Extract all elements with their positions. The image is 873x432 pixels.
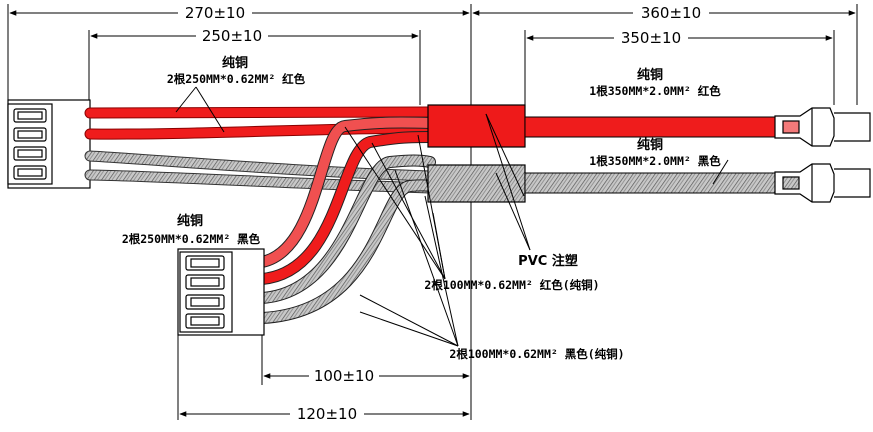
terminal-black — [774, 163, 871, 203]
output-red-wire — [524, 116, 778, 138]
branch-wires — [256, 116, 436, 324]
lower-connector — [177, 248, 265, 336]
dim-total-right: 360±10 — [641, 4, 701, 22]
dim-inner-left: 250±10 — [202, 27, 262, 45]
label-red-top-spec: 2根250MM*0.62MM² 红色 — [167, 72, 306, 86]
terminal-red — [774, 107, 871, 147]
label-overmold: PVC 注塑 — [518, 253, 578, 269]
pvc-overmold — [427, 104, 526, 203]
label-red-out-material: 纯铜 — [637, 67, 663, 83]
label-black-branch-material: 纯铜 — [177, 213, 203, 229]
label-black-out-material: 纯铜 — [637, 137, 663, 153]
output-wires — [524, 116, 778, 194]
pvc-overmold-black — [427, 164, 526, 203]
leader-lines — [175, 86, 729, 347]
pvc-overmold-red — [427, 104, 526, 148]
label-black-branch2-spec: 2根100MM*0.62MM² 黑色(纯铜) — [449, 347, 624, 361]
dim-inner-right: 350±10 — [621, 29, 681, 47]
label-black-branch-spec: 2根250MM*0.62MM² 黑色 — [122, 232, 261, 246]
label-black-out-spec: 1根350MM*2.0MM² 黑色 — [589, 154, 721, 168]
dim-branch-inner: 100±10 — [314, 367, 374, 385]
output-black-wire — [524, 172, 778, 194]
dimension-text-bg — [178, 3, 709, 423]
label-red-out-spec: 1根350MM*2.0MM² 红色 — [589, 84, 721, 98]
label-red-branch-spec: 2根100MM*0.62MM² 红色(纯铜) — [424, 278, 599, 292]
left-connector — [7, 99, 91, 189]
dim-total-left: 270±10 — [185, 4, 245, 22]
dim-branch-outer: 120±10 — [297, 405, 357, 423]
label-red-top-material: 纯铜 — [222, 55, 248, 71]
